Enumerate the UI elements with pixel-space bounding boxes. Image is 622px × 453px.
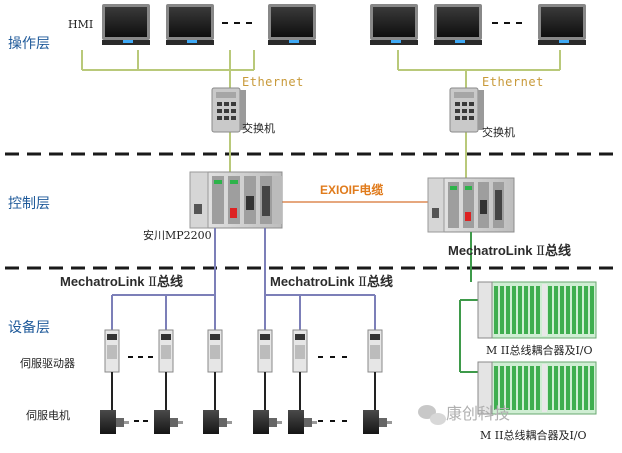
plc-controller-right bbox=[427, 177, 515, 233]
servo-motor-4 bbox=[253, 410, 282, 434]
servo-motor-1 bbox=[100, 410, 129, 434]
servo-drive-3 bbox=[207, 329, 223, 373]
motor-ellipsis bbox=[134, 420, 347, 422]
controller-label: 安川MP2200 bbox=[143, 229, 212, 242]
hmi-screen-4 bbox=[370, 4, 418, 45]
bus-suffix: 总线 bbox=[544, 243, 571, 258]
hmi-label: HMI bbox=[68, 18, 94, 31]
servo-drive-label: 伺服驱动器 bbox=[20, 357, 75, 370]
hmi-screen-3 bbox=[268, 4, 316, 45]
ethernet-network-left bbox=[81, 50, 255, 172]
io-module-label-2: M II总线耦合器及I/O bbox=[480, 429, 587, 442]
plc-controller-left bbox=[189, 171, 283, 229]
servo-motor-2 bbox=[154, 410, 183, 434]
bus-name: MechatroLink bbox=[270, 274, 355, 289]
switch-label-left: 交换机 bbox=[242, 122, 275, 135]
servo-drive-2 bbox=[158, 329, 174, 373]
bus-suffix: 总线 bbox=[156, 274, 183, 289]
mechatrolink-bus-right bbox=[459, 232, 478, 373]
io-module-1 bbox=[477, 281, 597, 339]
servo-drive-5 bbox=[292, 329, 308, 373]
layer-label-device: 设备层 bbox=[8, 320, 50, 336]
servo-motor-5 bbox=[288, 410, 317, 434]
hmi-screen-6 bbox=[538, 4, 586, 45]
io-module-2 bbox=[477, 361, 597, 415]
io-module-label-1: M II总线耦合器及I/O bbox=[486, 344, 593, 357]
bus-roman: Ⅱ bbox=[536, 244, 545, 259]
hmi-screens bbox=[102, 4, 586, 45]
servo-motors bbox=[100, 410, 392, 434]
servo-motor-label: 伺服电机 bbox=[26, 409, 70, 422]
ethernet-label-left: Ethernet bbox=[242, 75, 304, 89]
servo-drive-6 bbox=[367, 329, 383, 373]
bus-roman: Ⅱ bbox=[358, 275, 367, 290]
ethernet-network-right bbox=[397, 50, 561, 178]
hmi-screen-1 bbox=[102, 4, 150, 45]
hmi-screen-5 bbox=[434, 4, 482, 45]
servo-drive-4 bbox=[257, 329, 273, 373]
ethernet-label-right: Ethernet bbox=[482, 75, 544, 89]
ethernet-switch-left bbox=[211, 87, 246, 133]
motor-cables bbox=[111, 372, 376, 410]
drive-ellipsis bbox=[128, 356, 347, 358]
servo-drive-1 bbox=[104, 329, 120, 373]
bus-label-middle: MechatroLink Ⅱ总线 bbox=[270, 275, 393, 289]
bus-name: MechatroLink bbox=[448, 243, 533, 258]
hmi-screen-2 bbox=[166, 4, 214, 45]
bus-roman: Ⅱ bbox=[148, 275, 157, 290]
watermark-text: 康创科技 bbox=[446, 404, 511, 423]
bus-suffix: 总线 bbox=[366, 274, 393, 289]
switch-label-right: 交换机 bbox=[482, 126, 515, 139]
wechat-watermark-icon bbox=[418, 405, 446, 425]
bus-label-left: MechatroLink Ⅱ总线 bbox=[60, 275, 183, 289]
servo-motor-6 bbox=[363, 410, 392, 434]
servo-motor-3 bbox=[203, 410, 232, 434]
layer-dividers bbox=[5, 152, 617, 270]
ethernet-switch-right bbox=[449, 87, 484, 133]
hmi-ellipsis bbox=[222, 22, 522, 24]
bus-label-right: MechatroLink Ⅱ总线 bbox=[448, 244, 571, 258]
exioif-cable-label: EXIOIF电缆 bbox=[320, 183, 384, 197]
mechatrolink-bus-left bbox=[111, 228, 216, 330]
layer-label-control: 控制层 bbox=[8, 196, 50, 212]
bus-name: MechatroLink bbox=[60, 274, 145, 289]
layer-label-operation: 操作层 bbox=[8, 36, 50, 52]
servo-drives bbox=[104, 329, 383, 373]
mechatrolink-bus-middle bbox=[264, 228, 376, 330]
